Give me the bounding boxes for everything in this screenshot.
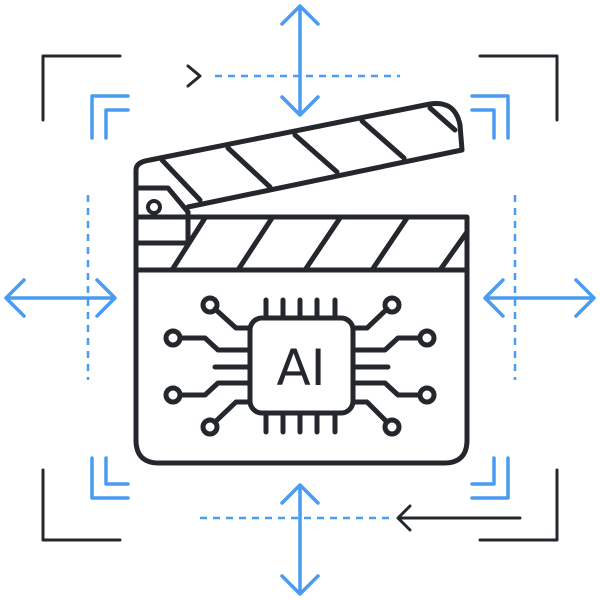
- arrow-left-icon: [396, 504, 522, 532]
- ai-chip-icon: AI: [163, 295, 437, 437]
- arrow-up-down-bottom-icon: [280, 483, 320, 596]
- arrow-up-down-top-icon: [280, 4, 320, 117]
- chip-label: AI: [277, 339, 326, 397]
- arrow-left-right-left-icon: [4, 278, 117, 318]
- clapperboard-icon: [133, 100, 470, 466]
- chevron-right-icon: [186, 64, 202, 88]
- dashed-guides: [86, 74, 517, 520]
- arrow-left-right-right-icon: [483, 278, 596, 318]
- corner-frame-icon: [41, 54, 559, 542]
